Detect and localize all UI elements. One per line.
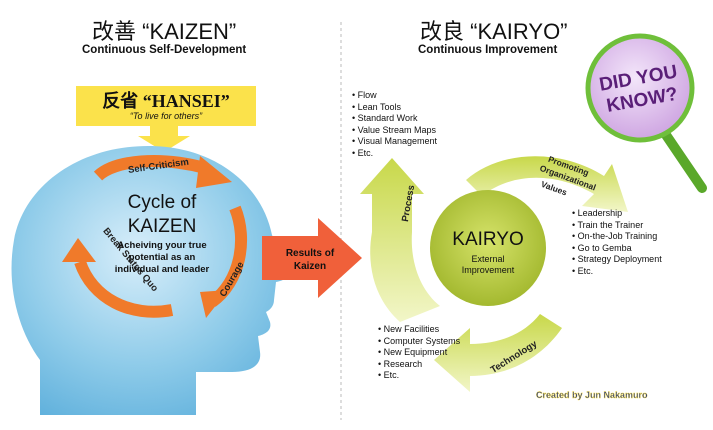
- process-arrow: [360, 158, 440, 322]
- kairyo-center-title: KAIRYO: [452, 229, 523, 250]
- values-list: Leadership Train the Trainer On-the-Job …: [572, 208, 662, 278]
- kaizen-subtitle: Continuous Self-Development: [82, 44, 247, 56]
- list-item: Visual Management: [352, 136, 437, 148]
- list-item: Etc.: [352, 148, 437, 160]
- list-item: Computer Systems: [378, 336, 461, 348]
- technology-arrow: [434, 314, 562, 392]
- list-item: New Facilities: [378, 324, 460, 336]
- values-arrow: [466, 156, 628, 212]
- kairyo-subtitle: Continuous Improvement: [418, 44, 558, 56]
- kairyo-center-line1: External: [471, 254, 504, 264]
- list-item: Go to Gemba: [572, 243, 662, 255]
- values-label-3: Values: [540, 179, 569, 198]
- technology-list: New Facilities Computer Systems New Equi…: [378, 324, 461, 382]
- kaizen-title: 改善 “KAIZEN”: [92, 19, 237, 44]
- list-item: On-the-Job Training: [572, 231, 662, 243]
- kairyo-circle: [430, 190, 546, 306]
- did-you-know-badge: DID YOU KNOW?: [585, 33, 707, 193]
- list-item: Lean Tools: [352, 102, 437, 114]
- list-item: Value Stream Maps: [352, 125, 437, 137]
- cycle-desc-3: individual and leader: [115, 264, 210, 275]
- hansei-down-arrow: [138, 126, 190, 152]
- process-list: Flow Lean Tools Standard Work Value Stre…: [352, 90, 437, 160]
- hansei-box: [76, 86, 256, 126]
- cycle-desc-2: potential as an: [129, 252, 196, 263]
- kairyo-title: 改良 “KAIRYO”: [420, 19, 568, 44]
- cycle-desc-1: Acheiving your true: [117, 240, 206, 251]
- list-item: Flow: [352, 90, 437, 102]
- list-item: Strategy Deployment: [572, 254, 662, 266]
- credit-text: Created by Jun Nakamuro: [536, 390, 648, 400]
- list-item: Train the Trainer: [572, 220, 662, 232]
- kairyo-center-line2: Improvement: [462, 265, 515, 275]
- list-item: Etc.: [572, 266, 662, 278]
- list-item: Etc.: [378, 370, 460, 382]
- results-line2: Kaizen: [294, 261, 326, 272]
- results-line1: Results of: [286, 248, 335, 259]
- head-silhouette: [11, 146, 290, 415]
- list-item: Leadership: [572, 208, 662, 220]
- kaizen-cycle-arrowheads: [62, 156, 232, 318]
- hansei-title: 反省 “HANSEI”: [102, 91, 230, 111]
- cycle-title-line2: KAIZEN: [128, 216, 197, 237]
- cycle-title-line1: Cycle of: [128, 192, 197, 213]
- hansei-tagline: “To live for others”: [129, 111, 203, 121]
- list-item: Research: [378, 359, 460, 371]
- list-item: New Equipment: [378, 347, 460, 359]
- list-item: Standard Work: [352, 113, 437, 125]
- results-arrow: [262, 218, 362, 298]
